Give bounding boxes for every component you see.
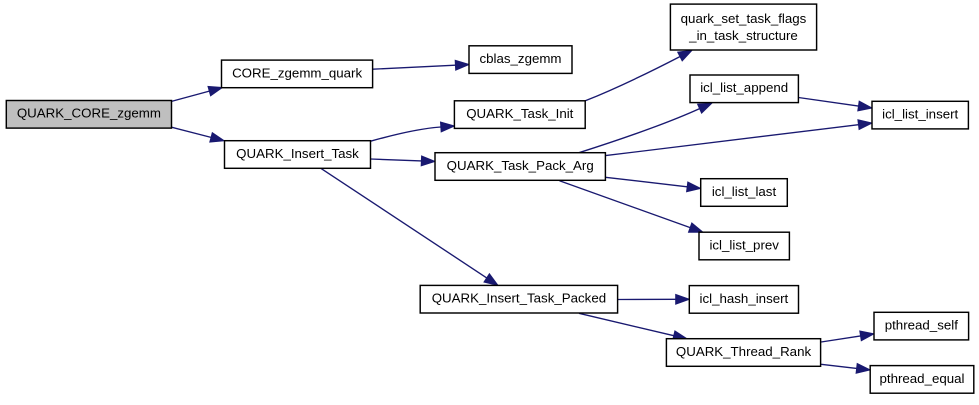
svg-text:QUARK_Insert_Task: QUARK_Insert_Task [236,146,359,161]
svg-text:QUARK_Task_Init: QUARK_Task_Init [466,106,573,121]
svg-text:icl_list_append: icl_list_append [700,80,788,95]
svg-text:CORE_zgemm_quark: CORE_zgemm_quark [232,65,362,80]
svg-text:QUARK_Insert_Task_Packed: QUARK_Insert_Task_Packed [432,291,606,306]
svg-text:_in_task_structure: _in_task_structure [688,28,798,43]
svg-text:cblas_zgemm: cblas_zgemm [479,51,561,66]
svg-text:icl_list_prev: icl_list_prev [709,237,779,252]
svg-text:pthread_self: pthread_self [885,318,958,333]
svg-text:QUARK_Thread_Rank: QUARK_Thread_Rank [676,344,812,359]
svg-text:icl_hash_insert: icl_hash_insert [700,291,789,306]
svg-text:quark_set_task_flags: quark_set_task_flags [681,11,807,26]
svg-text:pthread_equal: pthread_equal [879,371,964,386]
svg-text:QUARK_Task_Pack_Arg: QUARK_Task_Pack_Arg [447,158,594,173]
svg-text:icl_list_insert: icl_list_insert [882,107,958,122]
svg-text:icl_list_last: icl_list_last [712,184,777,199]
svg-text:QUARK_CORE_zgemm: QUARK_CORE_zgemm [17,106,161,121]
